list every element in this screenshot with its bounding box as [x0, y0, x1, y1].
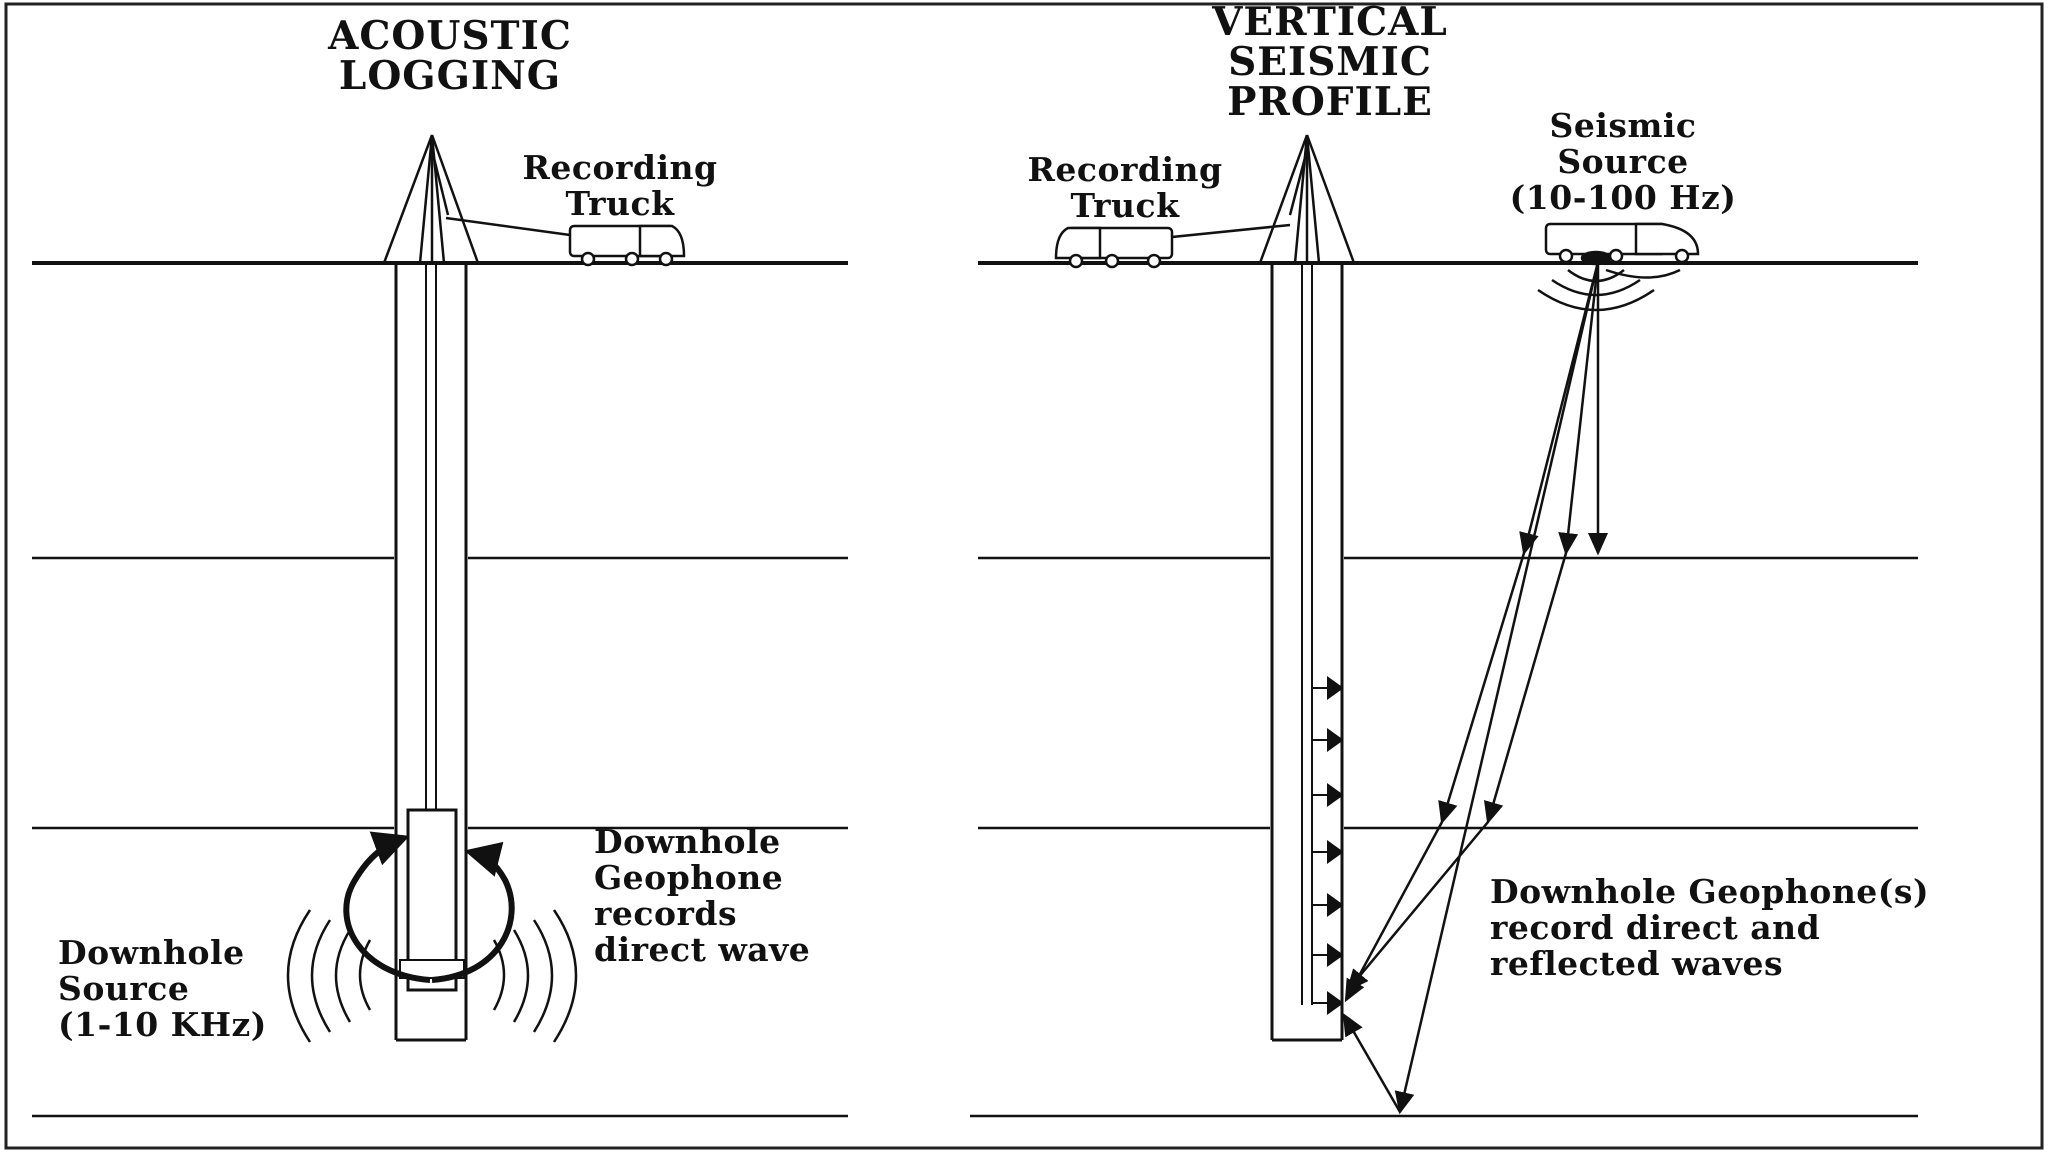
reflected-ray-up-b	[1438, 552, 1526, 825]
label-line: Truck	[565, 184, 675, 223]
label-line: Recording	[1027, 150, 1223, 189]
reflected-ray-deep	[1342, 1012, 1402, 1113]
borehole	[394, 263, 468, 1042]
label-line: Downhole	[58, 933, 245, 972]
recording-truck	[1054, 226, 1174, 269]
reflected-ray-down-a	[1558, 261, 1600, 556]
right-recording-truck-label: Recording Truck	[1005, 152, 1245, 224]
derrick	[382, 134, 480, 264]
title-line: LOGGING	[338, 53, 562, 99]
reflected-ray-up-d	[1344, 821, 1444, 1003]
downhole-geophones	[1312, 676, 1344, 1015]
title-line: ACOUSTIC	[328, 13, 572, 59]
label-line: Geophone	[594, 858, 784, 897]
label-line: record direct and	[1490, 908, 1821, 947]
title-line: VERTICAL	[1212, 0, 1448, 45]
label-line: reflected waves	[1490, 944, 1784, 983]
label-line: Truck	[1070, 186, 1180, 225]
vsp-title: VERTICAL SEISMIC PROFILE	[1170, 2, 1490, 122]
label-line: Seismic	[1549, 106, 1697, 145]
downhole-source-label: Downhole Source (1-10 KHz)	[58, 935, 267, 1043]
label-line: records	[594, 894, 738, 933]
vsp-geophone-label: Downhole Geophone(s) record direct and r…	[1490, 874, 1929, 982]
label-line: (1-10 KHz)	[58, 1005, 267, 1044]
label-line: Source	[1557, 142, 1689, 181]
reflected-ray-up-a	[1483, 552, 1568, 825]
seismic-source-truck	[1544, 222, 1700, 266]
label-line: Source	[58, 969, 190, 1008]
label-line: direct wave	[594, 930, 811, 969]
acoustic-logging-panel	[32, 134, 848, 1118]
direct-wave-loop-right	[431, 841, 515, 983]
vertical-seismic-profile-panel	[970, 134, 1918, 1118]
downhole-geophone-label: Downhole Geophone records direct wave	[594, 824, 810, 968]
direct-wave-loop-left	[343, 831, 431, 983]
reflected-ray-up-c	[1346, 821, 1489, 992]
outer-border	[4, 2, 2044, 1150]
derrick	[1258, 134, 1356, 264]
label-line: Downhole	[594, 822, 781, 861]
label-line: Downhole Geophone(s)	[1490, 872, 1930, 911]
direct-ray-deep	[1394, 261, 1600, 1115]
source-wavefronts	[1537, 268, 1681, 312]
title-line: SEISMIC	[1228, 39, 1432, 85]
cable	[1171, 223, 1291, 239]
left-recording-truck-label: Recording Truck	[500, 150, 740, 222]
recording-truck	[568, 224, 686, 267]
source-wavefronts	[286, 909, 578, 1043]
title-line: PROFILE	[1227, 79, 1433, 125]
seismic-rays	[1342, 261, 1608, 1115]
label-line: Recording	[522, 148, 718, 187]
seismic-source-label: Seismic Source (10-100 Hz)	[1498, 108, 1748, 216]
label-line: (10-100 Hz)	[1509, 178, 1737, 217]
acoustic-logging-title: ACOUSTIC LOGGING	[300, 16, 600, 96]
borehole	[1270, 263, 1344, 1042]
cable	[445, 216, 571, 237]
